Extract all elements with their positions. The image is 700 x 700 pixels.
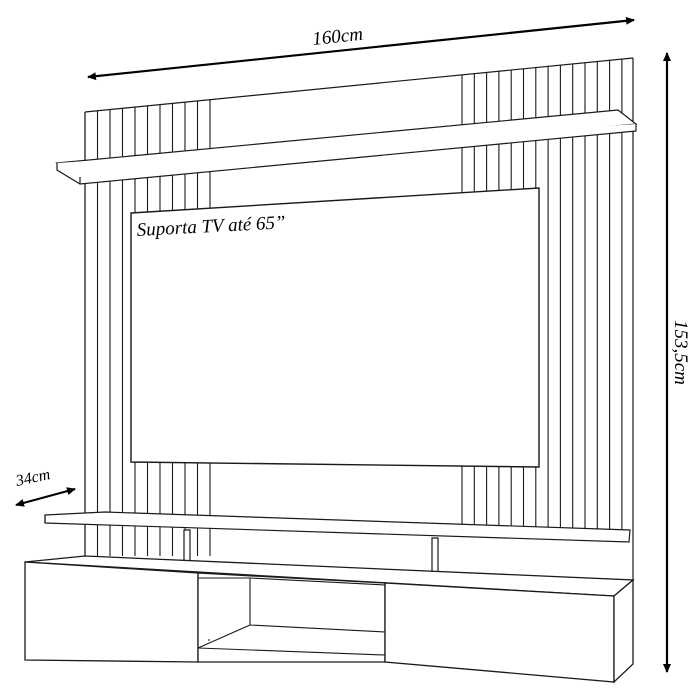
rack-cabinet [24, 555, 635, 684]
depth-dimension: 34cm [13, 466, 76, 507]
top-shelf [55, 109, 638, 185]
height-dimension: 153,5cm [663, 52, 691, 673]
rack-left-door [24, 561, 199, 663]
height-label: 153,5cm [670, 320, 691, 385]
lower-shelf [44, 511, 631, 543]
depth-arrow [15, 487, 76, 507]
width-label: 160cm [311, 24, 364, 50]
width-dimension: 160cm [87, 16, 635, 81]
tv-screen [130, 187, 540, 468]
rack-right-door [384, 582, 615, 683]
shelf-supports [183, 529, 439, 581]
width-arrow [87, 16, 635, 81]
depth-label: 34cm [13, 466, 51, 490]
rack-niche-inner [197, 577, 386, 656]
